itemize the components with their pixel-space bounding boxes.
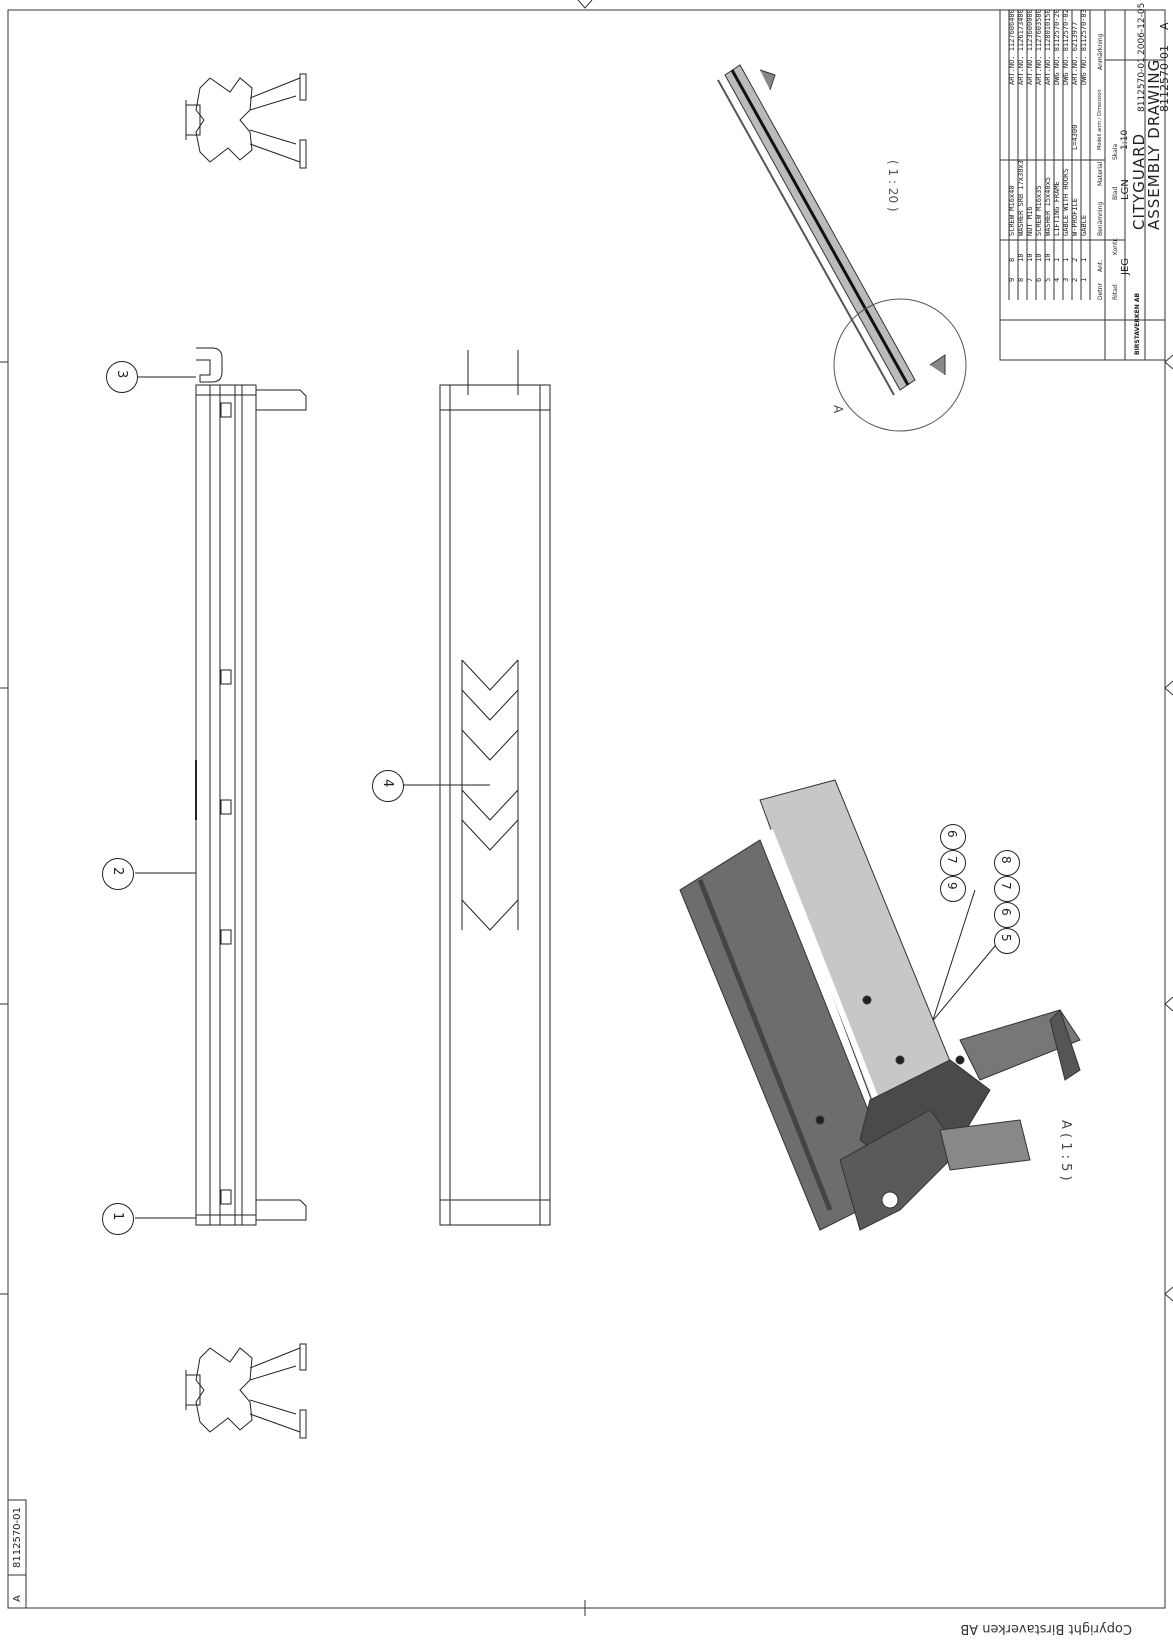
header-benamning: Benämning xyxy=(1097,201,1104,236)
sheet-label: Blad xyxy=(1112,186,1119,200)
drawing-date: 2006-12-05 xyxy=(1137,2,1147,55)
balloon-7-top-label: 7 xyxy=(945,856,959,864)
part-ref: ART.NO. 1123600000 xyxy=(1026,9,1034,85)
detail-a-scale-label: A ( 1 : 5 ) xyxy=(1058,1120,1073,1181)
balloon-9-label: 9 xyxy=(945,882,959,890)
sheet-border xyxy=(7,9,1166,1609)
balloon-4-label: 4 xyxy=(380,779,395,788)
part-ref: DWG NO. 8112570-02 xyxy=(1062,9,1070,85)
balloon-4: 4 xyxy=(372,770,404,802)
part-qty: 8 xyxy=(1008,257,1016,262)
header-ant: Ant. xyxy=(1097,259,1104,272)
part-desc: GABLE WITH HOOKS xyxy=(1062,168,1070,236)
part-desc: GABLE xyxy=(1080,214,1088,236)
copyright-notice: Copyright Birstaverken AB xyxy=(960,1621,1132,1636)
balloon-1: 1 xyxy=(102,1203,134,1235)
part-pos: 1 xyxy=(1080,277,1088,282)
detail-a-marker: A xyxy=(831,405,845,414)
balloon-1-label: 1 xyxy=(110,1212,125,1221)
part-pos: 6 xyxy=(1035,277,1043,282)
part-note: L=4300 xyxy=(1071,124,1079,150)
balloon-8: 8 xyxy=(994,850,1020,876)
balloon-6-top: 6 xyxy=(940,824,966,850)
balloon-6-top-label: 6 xyxy=(945,830,959,838)
drawn-by: JEG xyxy=(1120,257,1131,275)
header-anmarkning: Anmärkning xyxy=(1097,33,1104,70)
checked-label: Kontr. xyxy=(1112,237,1119,255)
part-qty: 1 xyxy=(1062,257,1070,262)
part-ref: ART.NO. 1126173400 xyxy=(1017,9,1025,85)
balloon-7-label: 7 xyxy=(999,882,1013,890)
drawing-revision: A xyxy=(1158,22,1171,30)
isometric-view xyxy=(717,64,967,432)
balloon-3: 3 xyxy=(106,361,138,393)
detail-a-view xyxy=(679,779,1081,1231)
part-desc: NUT M16 xyxy=(1026,206,1034,236)
part-qty: 10 xyxy=(1035,253,1043,262)
corner-revision: A xyxy=(12,1595,23,1602)
balloon-3-label: 3 xyxy=(114,370,129,379)
drawing-number: 8112570-01 xyxy=(1158,45,1171,112)
part-ref: ART.NO. 1127603500 xyxy=(1035,9,1043,85)
end-view-top xyxy=(185,73,307,169)
part-ref: DWG NO. 8112570-20 xyxy=(1053,9,1061,85)
header-material: Material xyxy=(1097,161,1104,186)
part-ref: ART.NO. 1127606400 xyxy=(1008,9,1016,85)
drawn-label: Ritad xyxy=(1112,284,1119,300)
part-pos: 9 xyxy=(1008,277,1016,282)
top-view xyxy=(439,350,551,1226)
part-pos: 2 xyxy=(1071,277,1079,282)
balloon-9: 9 xyxy=(940,876,966,902)
balloon-8-label: 8 xyxy=(999,856,1013,864)
scale-label: Skala xyxy=(1112,143,1119,160)
part-ref: ART.NO. 1128010150 xyxy=(1044,9,1052,85)
balloon-6: 6 xyxy=(994,902,1020,928)
balloon-2-label: 2 xyxy=(110,867,125,876)
iso-scale-label: ( 1 : 20 ) xyxy=(886,160,900,212)
part-desc: SCREW M16x35 xyxy=(1035,185,1043,236)
part-pos: 8 xyxy=(1017,277,1025,282)
scale-value: 1:10 xyxy=(1120,129,1130,150)
end-view-bottom xyxy=(185,1343,307,1439)
part-desc: SCREW M16x40 xyxy=(1008,185,1016,236)
part-qty: 1 xyxy=(1080,257,1088,262)
balloon-5: 5 xyxy=(994,928,1020,954)
part-qty: 10 xyxy=(1044,253,1052,262)
header-modell: Modell anm / Dimension xyxy=(1097,89,1103,150)
part-desc: W-PROFILE xyxy=(1071,198,1079,236)
part-pos: 7 xyxy=(1026,277,1034,282)
part-pos: 5 xyxy=(1044,277,1052,282)
side-view xyxy=(195,347,307,1226)
part-qty: 10 xyxy=(1026,253,1034,262)
part-qty: 2 xyxy=(1071,257,1079,262)
part-desc: LIFTING FRAME xyxy=(1053,181,1061,236)
part-qty: 18 xyxy=(1017,253,1025,262)
part-qty: 1 xyxy=(1053,257,1061,262)
part-desc: WASHER SRB 17x30x3 xyxy=(1017,160,1025,236)
title-block-frame xyxy=(999,9,1166,361)
balloon-7: 7 xyxy=(994,876,1020,902)
balloon-5-label: 5 xyxy=(999,934,1013,942)
part-pos: 3 xyxy=(1062,277,1070,282)
balloon-7-top: 7 xyxy=(940,850,966,876)
company-logo-text: BIRSTAVERKEN AB xyxy=(1134,292,1141,355)
part-ref: ART.NO. 6213977 xyxy=(1071,21,1079,85)
corner-drawing-number: 8112570-01 xyxy=(12,1507,23,1568)
corner-box xyxy=(7,1499,27,1609)
header-detnr: Detnr xyxy=(1097,283,1104,300)
drawing-number-small: 8112570-01 xyxy=(1137,57,1147,112)
balloon-6-label: 6 xyxy=(999,908,1013,916)
part-ref: DWG NO. 8112570-03 xyxy=(1080,9,1088,85)
part-desc: WASHER 15x40x5 xyxy=(1044,176,1052,236)
part-pos: 4 xyxy=(1053,277,1061,282)
balloon-2: 2 xyxy=(102,858,134,890)
